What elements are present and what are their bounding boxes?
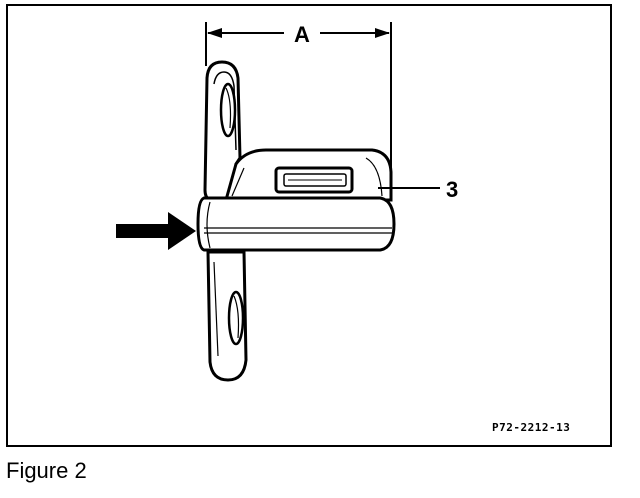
dimension-arrow-right [375,28,390,38]
lower-hinge-leaf [206,250,248,382]
callout-label-3: 3 [446,177,458,202]
figure-frame [6,4,612,447]
hinge-bracket-arm [224,148,393,202]
dimension-arrow-left [207,28,222,38]
hinge-pin-barrel [196,196,396,252]
figure-caption: Figure 2 [6,458,87,483]
lower-leaf-bolt-hole [227,290,245,346]
dimension-label-a: A [294,22,310,47]
figure-reference-code: P72-2212-13 [492,421,571,434]
arrow-right-icon [116,212,196,250]
upper-hinge-leaf [203,60,242,202]
upper-leaf-bolt-hole [219,82,237,138]
